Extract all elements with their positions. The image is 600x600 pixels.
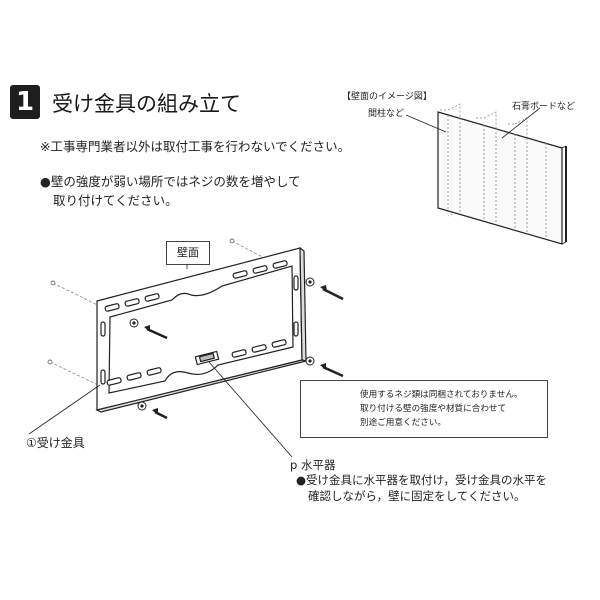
level-note: ●受け金具に水平器を取付け，受け金具の水平を 確認しながら，壁に固定をしてくださ… [296,472,547,504]
warning-line3: 別途ご用意ください。 [360,418,446,428]
screws [129,277,344,420]
warning-line1: 使用するネジ類は同梱されておりません。 [360,390,523,400]
weak-wall-note-line1: 壁の強度が弱い場所ではネジの数を増やして [50,174,301,189]
step-title: 受け金具の組み立て [52,92,241,116]
gypsum-board-label: 石膏ボードなど [512,102,576,112]
bracket-frame [95,246,307,413]
wall-label: 壁面 [166,241,210,265]
installer-note: ※工事専門業者以外は取付工事を行わないでください。 [40,139,351,154]
weak-wall-note-line2: 取り付けてください。 [53,193,178,208]
warning-text: 使用するネジ類は同梱されておりません。 取り付ける壁の強度や材質に合わせて 別途… [360,388,523,430]
level-label: p 水平器 [290,458,336,472]
warning-box [300,380,548,438]
weak-wall-note: ●壁の強度が弱い場所ではネジの数を増やして 取り付けてください。 [40,172,301,210]
step-number-badge: 1 [10,85,40,119]
bullet-mark: ● [40,174,51,189]
level-note-line2: 確認しながら，壁に固定をしてください。 [308,489,526,503]
level-note-line1: 受け金具に水平器を取付け，受け金具の水平を [306,473,547,487]
warning-line2: 取り付ける壁の強度や材質に合わせて [360,404,507,414]
wall-image-caption: 【壁面のイメージ図】 [342,92,432,102]
stud-label: 間柱など [368,109,405,119]
bullet-mark: ● [296,473,307,487]
bracket-label: ①受け金具 [26,436,85,450]
wall-image-illustration [405,103,567,245]
